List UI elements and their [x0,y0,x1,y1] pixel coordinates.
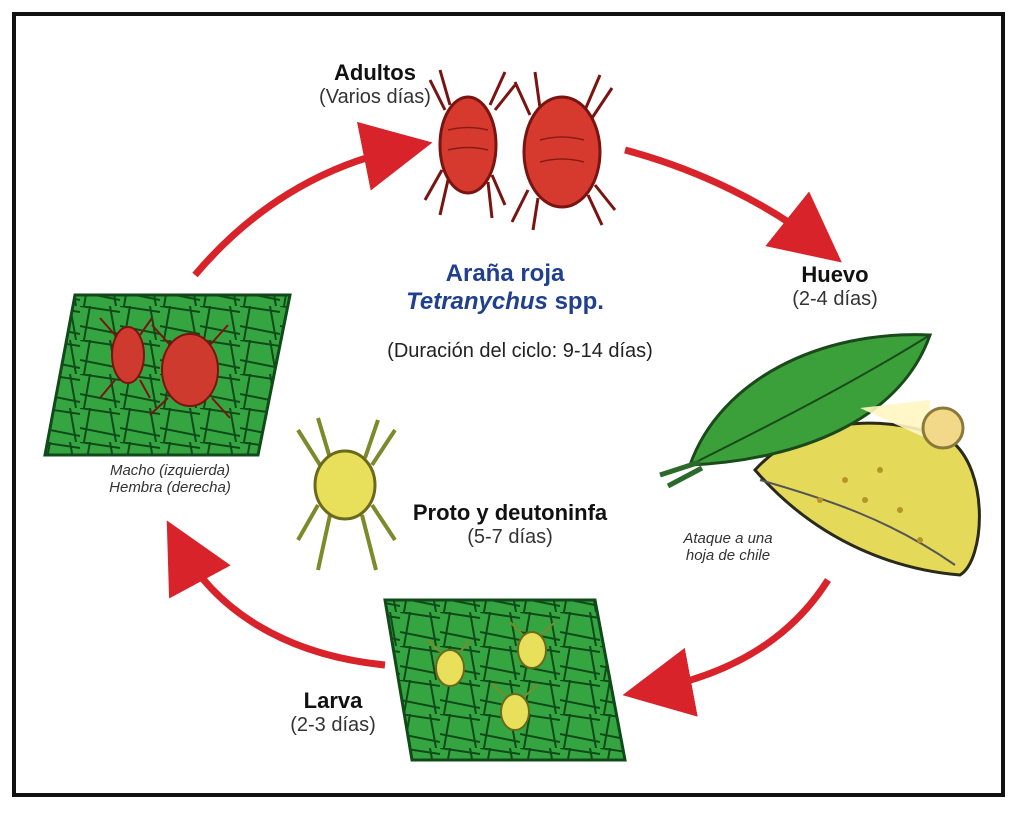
egg-duration: (2-4 días) [760,288,910,311]
nymph-duration: (5-7 días) [390,526,630,549]
adults-label: Adultos (Varios días) [300,60,450,109]
genus-name: Tetranychus [406,288,548,315]
egg-label: Huevo (2-4 días) [760,262,910,311]
nymph-illustration [298,418,395,570]
cycle-duration: (Duración del ciclo: 9-14 días) [355,340,685,363]
egg-note-line2: hoja de chile [668,547,788,564]
larva-label: Larva (2-3 días) [268,688,398,737]
larva-duration: (2-3 días) [268,714,398,737]
arrow-adults-to-egg [625,150,820,245]
nymph-name: Proto y deutoninfa [390,500,630,526]
egg-note: Ataque a una hoja de chile [668,530,788,564]
species-suffix: spp. [555,288,604,315]
scientific-name: Tetranychus spp. [380,288,630,316]
common-name: Araña roja [380,260,630,288]
sexes-note-line2: Hembra (derecha) [60,479,280,496]
larvae-on-leaf-illustration [385,600,625,760]
arrow-sexes-to-adults [195,148,405,275]
adult-mites-illustration [425,70,615,230]
arrow-egg-to-larva [650,580,828,690]
egg-note-line1: Ataque a una [668,530,788,547]
adults-duration: (Varios días) [300,86,450,109]
sexes-note: Macho (izquierda) Hembra (derecha) [60,462,280,496]
egg-name: Huevo [760,262,910,288]
arrow-larva-to-sexes [180,545,385,665]
adults-name: Adultos [300,60,450,86]
adults-on-leaf-illustration [45,295,290,455]
nymph-label: Proto y deutoninfa (5-7 días) [390,500,630,549]
sexes-note-line1: Macho (izquierda) [60,462,280,479]
larva-name: Larva [268,688,398,714]
center-title-block: Araña roja Tetranychus spp. [380,260,630,316]
